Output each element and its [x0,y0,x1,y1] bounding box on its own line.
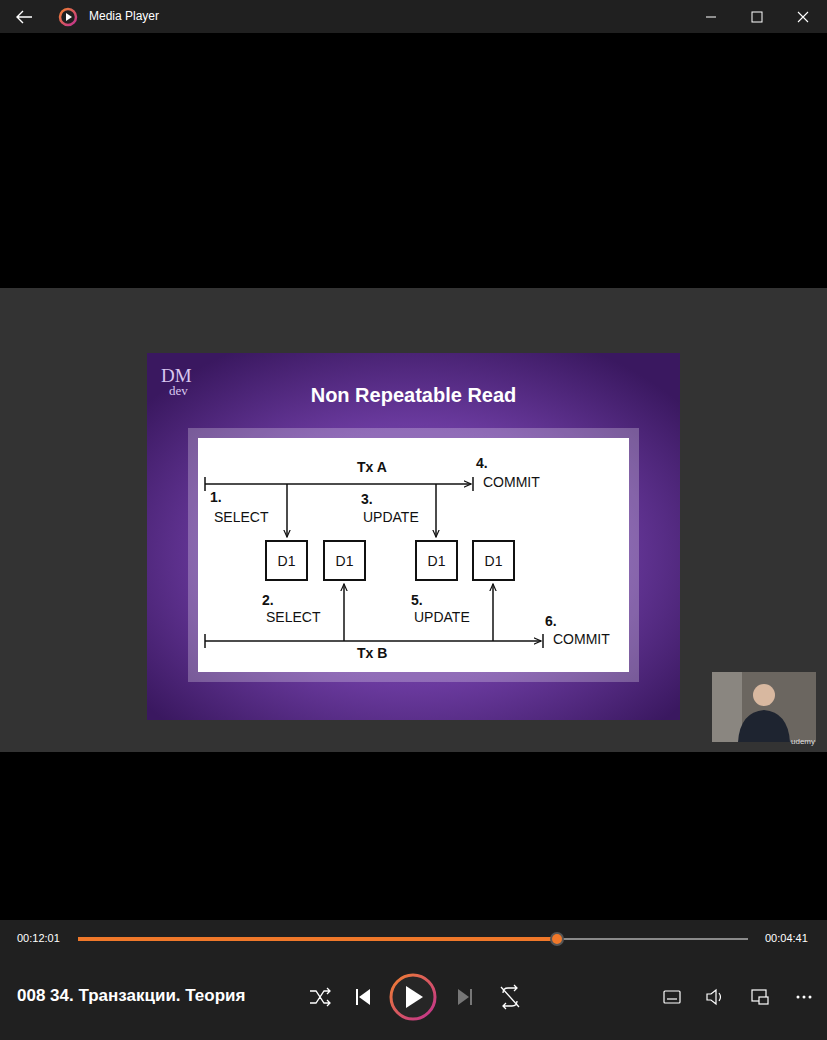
step-number: 3. [361,491,373,508]
slide-title: Non Repeatable Read [147,384,680,407]
data-row-box: D1 [415,540,458,581]
logo-text: dev [169,383,188,399]
step-number: 5. [411,592,423,609]
data-row-box: D1 [472,540,515,581]
operation-label: COMMIT [553,631,610,648]
step-number: 2. [262,592,274,609]
elapsed-time: 00:12:01 [17,932,60,945]
operation-label: SELECT [266,609,320,626]
operation-label: UPDATE [363,509,419,526]
row-name: D1 [485,553,503,569]
step-number: 4. [476,455,488,472]
transaction-name: Tx B [357,645,387,662]
data-row-box: D1 [265,540,308,581]
step-number: 1. [210,489,222,506]
operation-label: UPDATE [414,609,470,626]
data-row-box: D1 [323,540,366,581]
media-title: 008 34. Транзакции. Теория [17,986,245,1006]
row-name: D1 [278,553,296,569]
operation-label: COMMIT [483,474,540,491]
operation-label: SELECT [214,509,268,526]
row-name: D1 [428,553,446,569]
row-name: D1 [336,553,354,569]
transaction-name: Tx A [357,459,387,476]
watermark: udemy [791,737,815,747]
step-number: 6. [545,613,557,630]
remaining-time: 00:04:41 [765,932,808,945]
window-title: Media Player [89,9,159,23]
